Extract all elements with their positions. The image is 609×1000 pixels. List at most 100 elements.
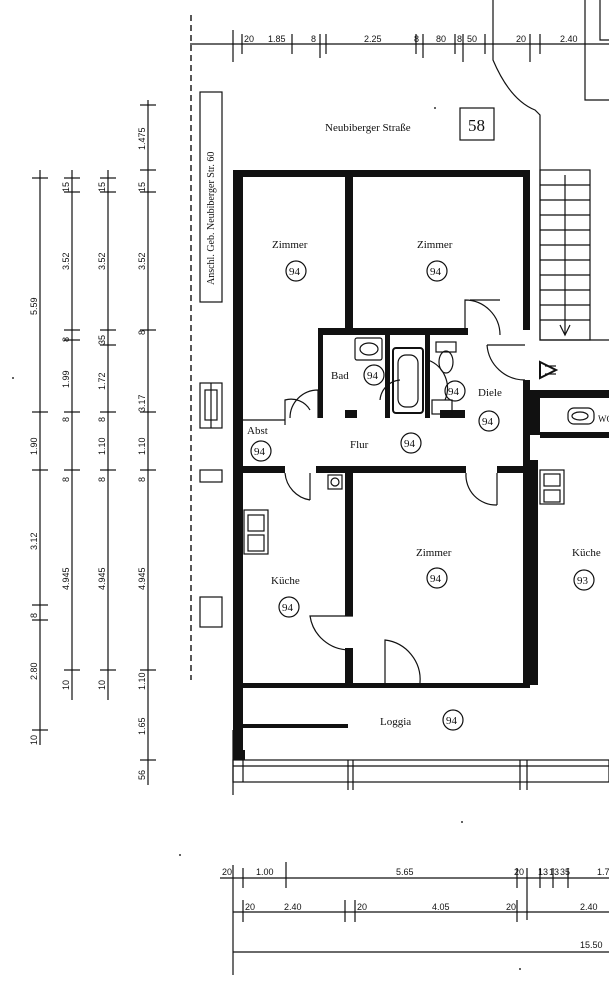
wc-sink-icon — [431, 399, 453, 415]
svg-text:5.59: 5.59 — [29, 297, 39, 315]
svg-text:1.10: 1.10 — [137, 672, 147, 690]
room-kueche-marker — [278, 596, 300, 618]
svg-text:1.475: 1.475 — [137, 127, 147, 150]
room-neighbor-wc-label: WC — [598, 414, 609, 424]
room-zimmer-1-label: Zimmer — [272, 239, 308, 251]
bathtub-icon — [392, 347, 424, 414]
svg-text:8: 8 — [97, 417, 107, 422]
entrance-arrow-icon — [539, 360, 559, 380]
total-width: 15.50 — [580, 940, 603, 950]
room-wc-number: 94 — [448, 386, 460, 398]
svg-text:20: 20 — [222, 867, 232, 877]
room-wc-marker — [444, 380, 466, 402]
svg-text:13: 13 — [538, 867, 548, 877]
room-zimmer-2-marker — [426, 260, 448, 282]
room-zimmer-2-label: Zimmer — [417, 239, 453, 251]
room-neighbor-kueche-number: 93 — [577, 575, 589, 587]
walls — [233, 170, 609, 760]
svg-text:1.00: 1.00 — [256, 867, 274, 877]
svg-text:4.945: 4.945 — [61, 567, 71, 590]
svg-text:1.90: 1.90 — [29, 437, 39, 455]
svg-text:15: 15 — [137, 182, 147, 192]
room-zimmer-1-number: 94 — [289, 266, 301, 278]
svg-text:2.40: 2.40 — [580, 902, 598, 912]
svg-text:35: 35 — [97, 335, 107, 345]
svg-text:1.72: 1.72 — [97, 372, 107, 390]
svg-text:10: 10 — [29, 735, 39, 745]
svg-text:3.17: 3.17 — [137, 394, 147, 412]
svg-text:13: 13 — [549, 867, 559, 877]
svg-text:4.945: 4.945 — [137, 567, 147, 590]
svg-text:1.7: 1.7 — [597, 867, 609, 877]
room-diele-label: Diele — [478, 387, 502, 399]
svg-text:20: 20 — [506, 902, 516, 912]
svg-text:20: 20 — [357, 902, 367, 912]
room-zimmer-3-number: 94 — [430, 573, 442, 585]
room-bad-marker — [363, 364, 385, 386]
svg-text:56: 56 — [137, 770, 147, 780]
room-abst-marker — [250, 440, 272, 462]
svg-text:3.52: 3.52 — [61, 252, 71, 270]
room-flur-marker — [400, 432, 422, 454]
room-zimmer-3-label: Zimmer — [416, 547, 452, 559]
top-dim-7: 8 — [457, 34, 462, 44]
svg-text:1.10: 1.10 — [97, 437, 107, 455]
svg-text:3.52: 3.52 — [97, 252, 107, 270]
room-kueche-label: Küche — [271, 575, 300, 587]
toilet-icon — [435, 341, 457, 353]
svg-text:8: 8 — [137, 330, 147, 335]
top-dim-1: 20 — [244, 34, 254, 44]
room-abst-label: Abst — [247, 425, 268, 437]
svg-text:10: 10 — [97, 680, 107, 690]
balcony-railing — [232, 730, 609, 795]
room-abst-number: 94 — [254, 446, 266, 458]
room-zimmer-3-marker — [426, 567, 448, 589]
neighbor-outline — [492, 0, 609, 341]
room-neighbor-kueche-label: Küche — [572, 547, 601, 559]
svg-text:5.65: 5.65 — [396, 867, 414, 877]
svg-text:8: 8 — [137, 477, 147, 482]
stove-icon — [243, 509, 269, 555]
doors — [243, 299, 526, 684]
top-dim-2: 1.85 — [268, 34, 286, 44]
neighbor-stove-icon — [539, 469, 565, 505]
svg-text:4.945: 4.945 — [97, 567, 107, 590]
svg-text:8: 8 — [61, 477, 71, 482]
svg-text:2.40: 2.40 — [284, 902, 302, 912]
room-neighbor-kueche-marker — [573, 569, 595, 591]
room-flur-label: Flur — [350, 439, 369, 451]
svg-text:1.65: 1.65 — [137, 717, 147, 735]
sink-icon — [354, 337, 383, 361]
room-bad-label: Bad — [331, 370, 349, 382]
house-number: 58 — [468, 116, 485, 135]
room-zimmer-2-number: 94 — [430, 266, 442, 278]
svg-text:10: 10 — [61, 680, 71, 690]
svg-text:20: 20 — [245, 902, 255, 912]
svg-text:8: 8 — [97, 477, 107, 482]
room-labels: Zimmer 94 Zimmer 94 Bad 94 94 Diele 94 A… — [247, 239, 609, 731]
svg-text:8: 8 — [29, 613, 39, 618]
top-dim-6: 80 — [436, 34, 446, 44]
top-dim-10: 2.40 — [560, 34, 578, 44]
svg-text:2.80: 2.80 — [29, 662, 39, 680]
street-name: Neubiberger Straße — [325, 122, 411, 134]
neighbor-toilet-icon — [567, 407, 595, 425]
fixtures — [204, 337, 595, 555]
top-dim-3: 8 — [311, 34, 316, 44]
room-loggia-label: Loggia — [380, 716, 411, 728]
svg-text:3.52: 3.52 — [137, 252, 147, 270]
top-dim-9: 20 — [516, 34, 526, 44]
chimney-icon — [327, 474, 343, 490]
room-diele-marker — [478, 410, 500, 432]
staircase — [539, 169, 591, 380]
svg-text:15: 15 — [97, 182, 107, 192]
svg-text:3.12: 3.12 — [29, 532, 39, 550]
room-diele-number: 94 — [482, 416, 494, 428]
svg-text:1.10: 1.10 — [137, 437, 147, 455]
adjacent-building-label: Anschl. Geb. Neubiberger Str. 60 — [206, 152, 217, 285]
top-dim-5: 8 — [414, 34, 419, 44]
svg-text:8: 8 — [61, 417, 71, 422]
top-dim-8: 50 — [467, 34, 477, 44]
bottom-dimension-chains: 20 1.00 5.65 20 13 13 35 1.7 20 2.40 20 … — [220, 862, 609, 975]
